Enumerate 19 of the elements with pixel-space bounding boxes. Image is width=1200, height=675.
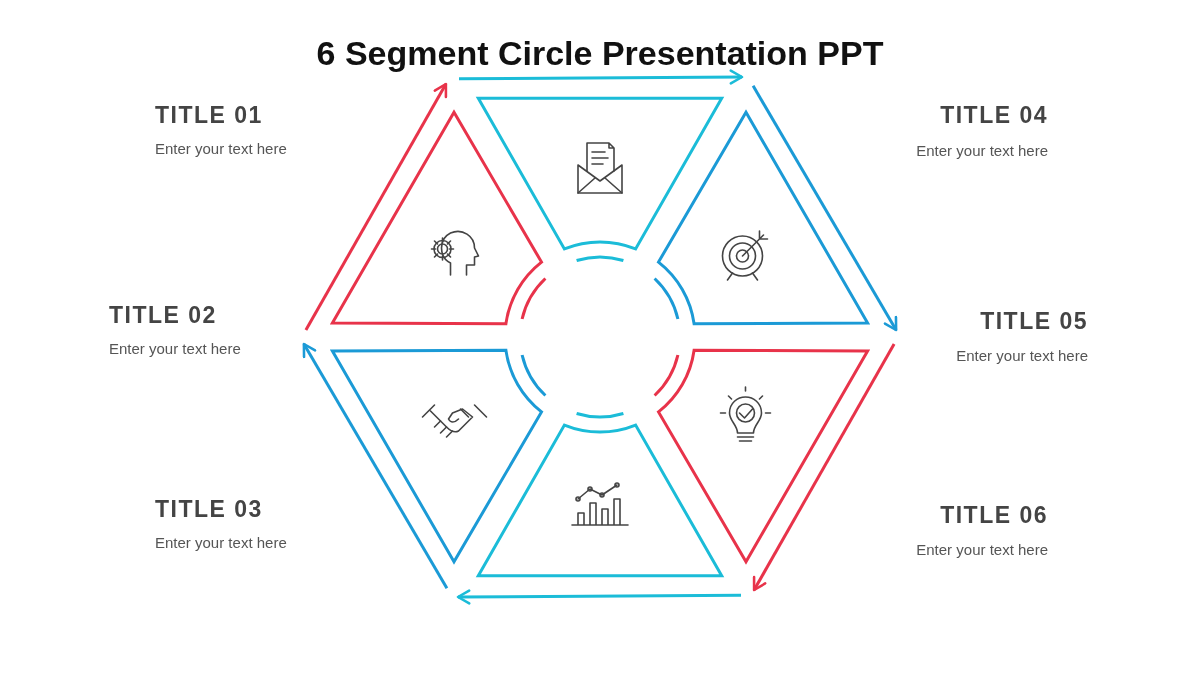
title: 6 Segment Circle Presentation PPT [315, 34, 885, 73]
section-title: TITLE 05 [980, 308, 1088, 335]
section-text: Enter your text here [916, 142, 1048, 159]
section-title: TITLE 01 [155, 102, 263, 129]
section-title: TITLE 04 [940, 102, 1048, 129]
section-text: Enter your text here [155, 140, 287, 157]
section-title: TITLE 06 [940, 502, 1048, 529]
triangle-segment [653, 110, 870, 326]
section-text: Enter your text here [916, 541, 1048, 558]
triangle-segment [476, 96, 724, 262]
triangle-segment [330, 348, 547, 564]
section-text: Enter your text here [109, 340, 241, 357]
section-title: TITLE 03 [155, 496, 263, 523]
section-text: Enter your text here [956, 347, 1088, 364]
section-text: Enter your text here [155, 534, 287, 551]
section-title: TITLE 02 [109, 302, 217, 329]
triangle-segment [330, 110, 547, 326]
triangle-segment [653, 348, 870, 564]
triangle-segment [476, 412, 724, 578]
